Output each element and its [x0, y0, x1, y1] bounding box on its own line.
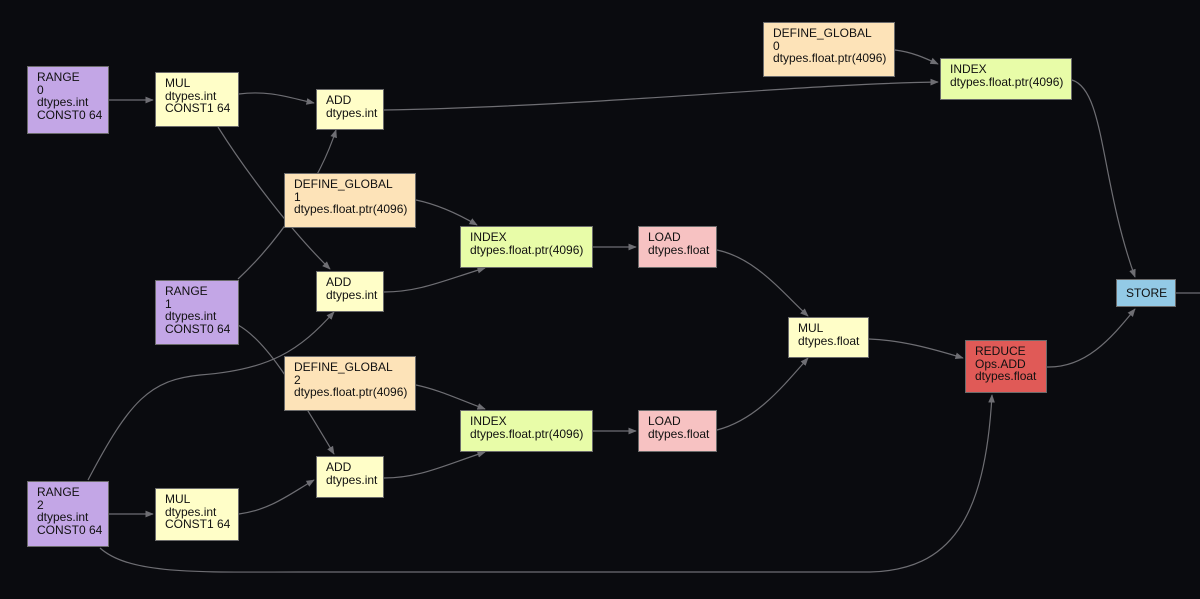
node-label-line: CONST0 64	[37, 522, 103, 537]
node-label-line: 1	[165, 296, 172, 311]
node-label-line: dtypes.float	[798, 333, 860, 348]
node-label-line: RANGE	[37, 485, 80, 499]
node-label-line: INDEX	[470, 230, 507, 244]
edge-add1-to-index1	[383, 266, 486, 293]
node-label-line: RANGE	[165, 284, 208, 298]
node-label-line: dtypes.int	[37, 95, 89, 109]
node-label-line: INDEX	[470, 414, 507, 428]
edge-defglobal2-to-index2	[415, 384, 486, 410]
node-label-line: LOAD	[648, 230, 681, 244]
node-label-line: dtypes.float	[648, 242, 710, 257]
node-label-line: dtypes.int	[165, 88, 217, 103]
node-label-line: 2	[37, 497, 44, 512]
node-label-line: MUL	[798, 321, 824, 335]
edge-defglobal0-to-index0	[894, 49, 939, 65]
node-label-line: dtypes.int	[165, 504, 217, 519]
node-label-line: INDEX	[950, 62, 987, 76]
node-label-line: STORE	[1126, 285, 1168, 300]
edge-mul0-to-add0	[238, 92, 315, 105]
node-label-line: ADD	[326, 460, 352, 474]
node-label-line: dtypes.int	[326, 287, 378, 302]
edge-range1-to-add2	[237, 324, 335, 455]
node-label-line: 1	[294, 189, 301, 204]
node-label-line: 0	[773, 38, 780, 53]
node-label-line: MUL	[165, 76, 191, 90]
node-label-line: dtypes.int	[37, 510, 89, 524]
node-label-line: DEFINE_GLOBAL	[773, 26, 872, 40]
node-label-line: dtypes.int	[326, 105, 378, 120]
edge-mul2-to-add2	[238, 479, 315, 515]
node-label-line: CONST0 64	[37, 107, 103, 122]
node-label-line: dtypes.float.ptr(4096)	[950, 74, 1064, 89]
node-label-line: 2	[294, 372, 301, 387]
node-label-line: ADD	[326, 275, 352, 289]
node-label-line: dtypes.float.ptr(4096)	[470, 242, 584, 257]
edge-add0-to-index0	[383, 78, 939, 111]
edge-mulf-to-reduce	[868, 338, 964, 360]
edge-load1-to-mulf	[716, 249, 809, 317]
edge-index0-to-store	[1071, 79, 1136, 278]
node-label-line: RANGE	[37, 70, 80, 84]
node-label-line: dtypes.float	[975, 369, 1037, 383]
node-label-line: DEFINE_GLOBAL	[294, 177, 393, 191]
node-label-line: MUL	[165, 492, 191, 506]
node-label-line: dtypes.float	[648, 426, 710, 441]
node-label-line: dtypes.float.ptr(4096)	[294, 202, 408, 216]
edge-range2-to-reduce	[99, 394, 995, 573]
node-label-line: LOAD	[648, 414, 681, 428]
node-label-line: CONST0 64	[165, 321, 231, 336]
edge-add2-to-index2	[383, 451, 486, 479]
node-label-line: dtypes.int	[165, 309, 217, 323]
edge-range2-to-add1	[87, 311, 335, 481]
edge-reduce-to-store	[1046, 308, 1136, 368]
edge-defglobal1-to-index1	[415, 199, 478, 226]
node-label-line: CONST1 64	[165, 517, 231, 531]
node-label-line: Ops.ADD	[975, 356, 1026, 371]
node-label-line: dtypes.float.ptr(4096)	[773, 51, 887, 65]
node-label-line: REDUCE	[975, 344, 1026, 358]
node-label-line: dtypes.float.ptr(4096)	[294, 385, 408, 399]
edge-load2-to-mulf	[716, 357, 809, 431]
node-label-line: dtypes.int	[326, 472, 378, 487]
node-label-line: DEFINE_GLOBAL	[294, 360, 393, 374]
node-store[interactable]: STORE	[1116, 279, 1176, 307]
edge-mul0-to-add1	[217, 126, 331, 270]
node-label-line: CONST1 64	[165, 101, 231, 115]
node-label-line: ADD	[326, 93, 352, 107]
node-label-line: dtypes.float.ptr(4096)	[470, 426, 584, 441]
node-label-line: 0	[37, 82, 44, 97]
